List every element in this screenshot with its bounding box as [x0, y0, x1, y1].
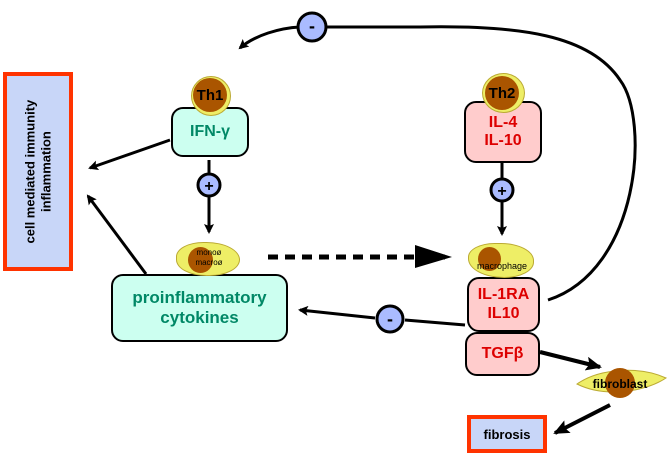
il10-output-label: IL10	[487, 304, 520, 322]
middle-inhibitor-symbol: -	[387, 309, 393, 329]
feedback-loop-line	[325, 25, 637, 302]
il1ra-inhibit-line	[404, 318, 466, 327]
cell-mediated-line2: inflammation	[38, 131, 53, 212]
th1-plus-symbol: +	[204, 178, 213, 195]
th1-label: Th1	[196, 86, 224, 104]
tgf-beta-box: TGFβ	[465, 332, 540, 376]
macrophage-nucleus	[478, 247, 501, 271]
fibrosis-label: fibrosis	[483, 426, 531, 442]
il10-label: IL-10	[484, 132, 522, 149]
ifn-to-inflammation-arrow	[88, 138, 171, 171]
proinflammatory-cytokines-box: proinflammatory cytokines	[111, 274, 288, 342]
dashed-arrowhead	[415, 245, 452, 268]
fibroblast-cell: fibroblast	[576, 368, 668, 398]
top-inhibitor-symbol: -	[309, 16, 315, 36]
mono-label-line2: macroø	[195, 258, 223, 267]
tgfb-to-fibroblast-arrow	[539, 350, 602, 371]
th1-plus-modifier: +	[196, 172, 222, 198]
th1-nucleus: Th1	[193, 78, 227, 112]
il4-label: IL-4	[488, 113, 518, 131]
top-inhibitor: -	[296, 11, 328, 43]
cytokines-to-inflammation-arrow	[86, 194, 148, 275]
th2-plus-symbol: +	[497, 183, 506, 200]
monocyte-macrophage-cell: monoø macroø	[176, 242, 240, 276]
th1-cell: Th1	[191, 76, 231, 116]
il1ra-il10-box: IL-1RA IL10	[467, 277, 540, 332]
feedback-to-th1-arrow	[238, 25, 301, 50]
il1ra-label: IL-1RA	[477, 286, 530, 304]
mono-nucleus	[188, 247, 213, 273]
macrophage-label: macrophage	[476, 261, 528, 271]
cytokines-label: cytokines	[160, 308, 239, 327]
fibroblast-to-fibrosis-arrow	[553, 403, 611, 435]
fibroblast-label: fibroblast	[593, 377, 648, 391]
th2-nucleus: Th2	[485, 76, 519, 110]
mono-label: monoø macroø	[177, 248, 241, 268]
cell-mediated-label: cell mediated immunity inflammation	[22, 77, 53, 267]
th2-cell: Th2	[482, 73, 525, 113]
ifn-gamma-label: IFN-γ	[190, 122, 230, 140]
macrophage-cell: macrophage	[468, 243, 534, 278]
th2-label: Th2	[488, 84, 516, 102]
tgf-beta-label: TGFβ	[481, 344, 524, 362]
il1ra-inhibit-arrow	[298, 305, 376, 320]
cell-mediated-line1: cell mediated immunity	[22, 99, 38, 244]
proinflammatory-label: proinflammatory	[132, 288, 267, 308]
middle-inhibitor: -	[375, 304, 405, 334]
mono-label-line1: monoø	[196, 248, 222, 257]
fibrosis-box: fibrosis	[467, 415, 547, 453]
cell-mediated-immunity-box: cell mediated immunity inflammation	[3, 72, 73, 271]
th2-plus-modifier: +	[489, 177, 515, 203]
